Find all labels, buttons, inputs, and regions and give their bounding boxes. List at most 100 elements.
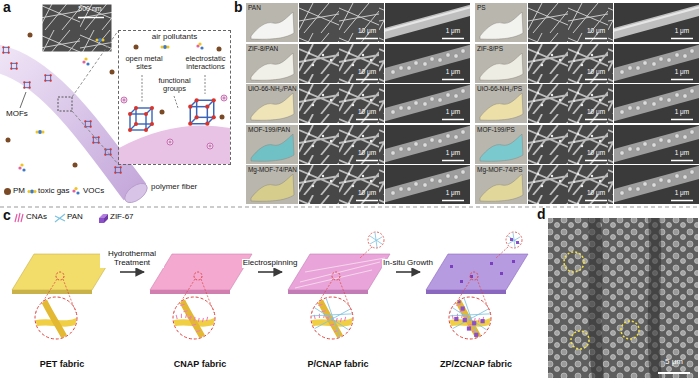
art-use <box>311 297 353 339</box>
art-use <box>246 3 298 42</box>
scale-bar <box>658 372 690 374</box>
art-circle <box>160 110 165 115</box>
art-circle <box>161 46 164 49</box>
art-polygon <box>12 254 114 290</box>
art-rect <box>500 272 503 275</box>
art-use <box>171 295 217 341</box>
art-use <box>246 84 298 123</box>
art-use <box>299 165 384 204</box>
art-use <box>246 165 298 204</box>
art-path <box>36 279 490 313</box>
art-circle <box>200 46 203 49</box>
art-use <box>44 74 52 82</box>
art-circle <box>73 163 78 168</box>
panel-letter: a <box>3 0 11 15</box>
art-circle <box>167 46 170 49</box>
fabric-stage: P/CNAP fabric <box>284 232 394 378</box>
art-use <box>528 84 613 123</box>
polymer-fiber <box>0 58 135 192</box>
art-circle <box>564 252 584 272</box>
part-label: MOFs <box>6 110 28 119</box>
legend-text: ZIF-67 <box>110 213 134 222</box>
art-circle <box>368 232 384 248</box>
art-circle <box>194 272 202 280</box>
zoom-source <box>58 97 72 111</box>
art-polygon <box>150 254 252 290</box>
art-circle <box>74 187 77 190</box>
art-use <box>246 44 298 83</box>
process-arrow <box>396 271 420 273</box>
panel-separator <box>0 207 700 208</box>
art-polygon <box>288 290 368 294</box>
legend-text: toxic gas <box>38 187 70 196</box>
art-path <box>370 233 382 248</box>
art-use <box>23 81 31 89</box>
scale-label: 5 μm <box>654 358 694 367</box>
art-circle <box>42 131 45 134</box>
pollutants <box>6 33 115 172</box>
scale-label: 10 μm <box>352 68 382 75</box>
art-use <box>299 84 384 123</box>
scale-label: 1 μm <box>667 68 697 75</box>
annotation-text: electrostatic interactions <box>182 55 229 72</box>
scale-label: 10 μm <box>352 27 382 34</box>
scale-label: 1 μm <box>667 189 697 196</box>
scale-label: 1 μm <box>438 68 468 75</box>
scale-label: 10 μm <box>352 108 382 115</box>
art-polygon <box>288 254 390 290</box>
sample-name: Mg-MOF-74/PAN <box>248 166 297 173</box>
edge-label: In-situ Growth <box>382 259 434 268</box>
art-circle <box>38 130 42 134</box>
process-arrow <box>258 271 282 273</box>
art-use <box>380 125 475 164</box>
art-circle <box>163 45 167 49</box>
art-use <box>528 44 613 83</box>
art-circle <box>110 70 115 75</box>
art-polygon <box>12 290 92 294</box>
art-use <box>528 3 613 42</box>
legend-text: PAN <box>67 213 83 222</box>
scale-label: 1 μm <box>438 189 468 196</box>
art-use <box>188 98 216 126</box>
sample-name: PS <box>477 4 486 11</box>
art-circle <box>35 297 77 339</box>
scale-label: 1 μm <box>438 108 468 115</box>
legend-swatch <box>4 188 11 195</box>
zoom-art <box>119 42 230 164</box>
sample-name: MOF-199/PAN <box>248 126 290 133</box>
scale-label: 1 μm <box>667 27 697 34</box>
art-path <box>142 75 205 108</box>
sample-name: MOF-199/PS <box>477 126 515 133</box>
art-rect <box>99 218 104 223</box>
art-path <box>55 214 65 222</box>
scale-label: 10 μm <box>581 108 611 115</box>
art-g <box>450 260 515 283</box>
art-circle <box>506 232 522 248</box>
art-use <box>528 165 613 204</box>
art-circle <box>198 42 201 45</box>
scale-label: 1 μm <box>667 108 697 115</box>
sample-name: ZIF-8/PS <box>477 45 503 52</box>
scale-label: 10 μm <box>581 27 611 34</box>
art-use <box>447 295 493 341</box>
art-circle <box>220 115 225 120</box>
sem-images <box>299 3 700 204</box>
edge-label: Hydrothermal Treatment <box>100 250 164 268</box>
art-use <box>609 3 700 42</box>
art-use <box>246 125 298 164</box>
art-use <box>114 166 122 174</box>
art-use <box>609 44 700 83</box>
art-rect <box>490 262 493 265</box>
fiber-end <box>121 180 150 207</box>
art-circle <box>30 190 34 194</box>
art-circle <box>84 57 87 60</box>
art-use <box>128 106 154 132</box>
art-use <box>380 44 475 83</box>
art-circle <box>96 39 99 42</box>
art-path <box>119 126 230 165</box>
legend-text: PM <box>13 187 25 196</box>
art-circle <box>28 190 31 193</box>
art-polygon <box>426 290 506 294</box>
art-use <box>380 84 475 123</box>
